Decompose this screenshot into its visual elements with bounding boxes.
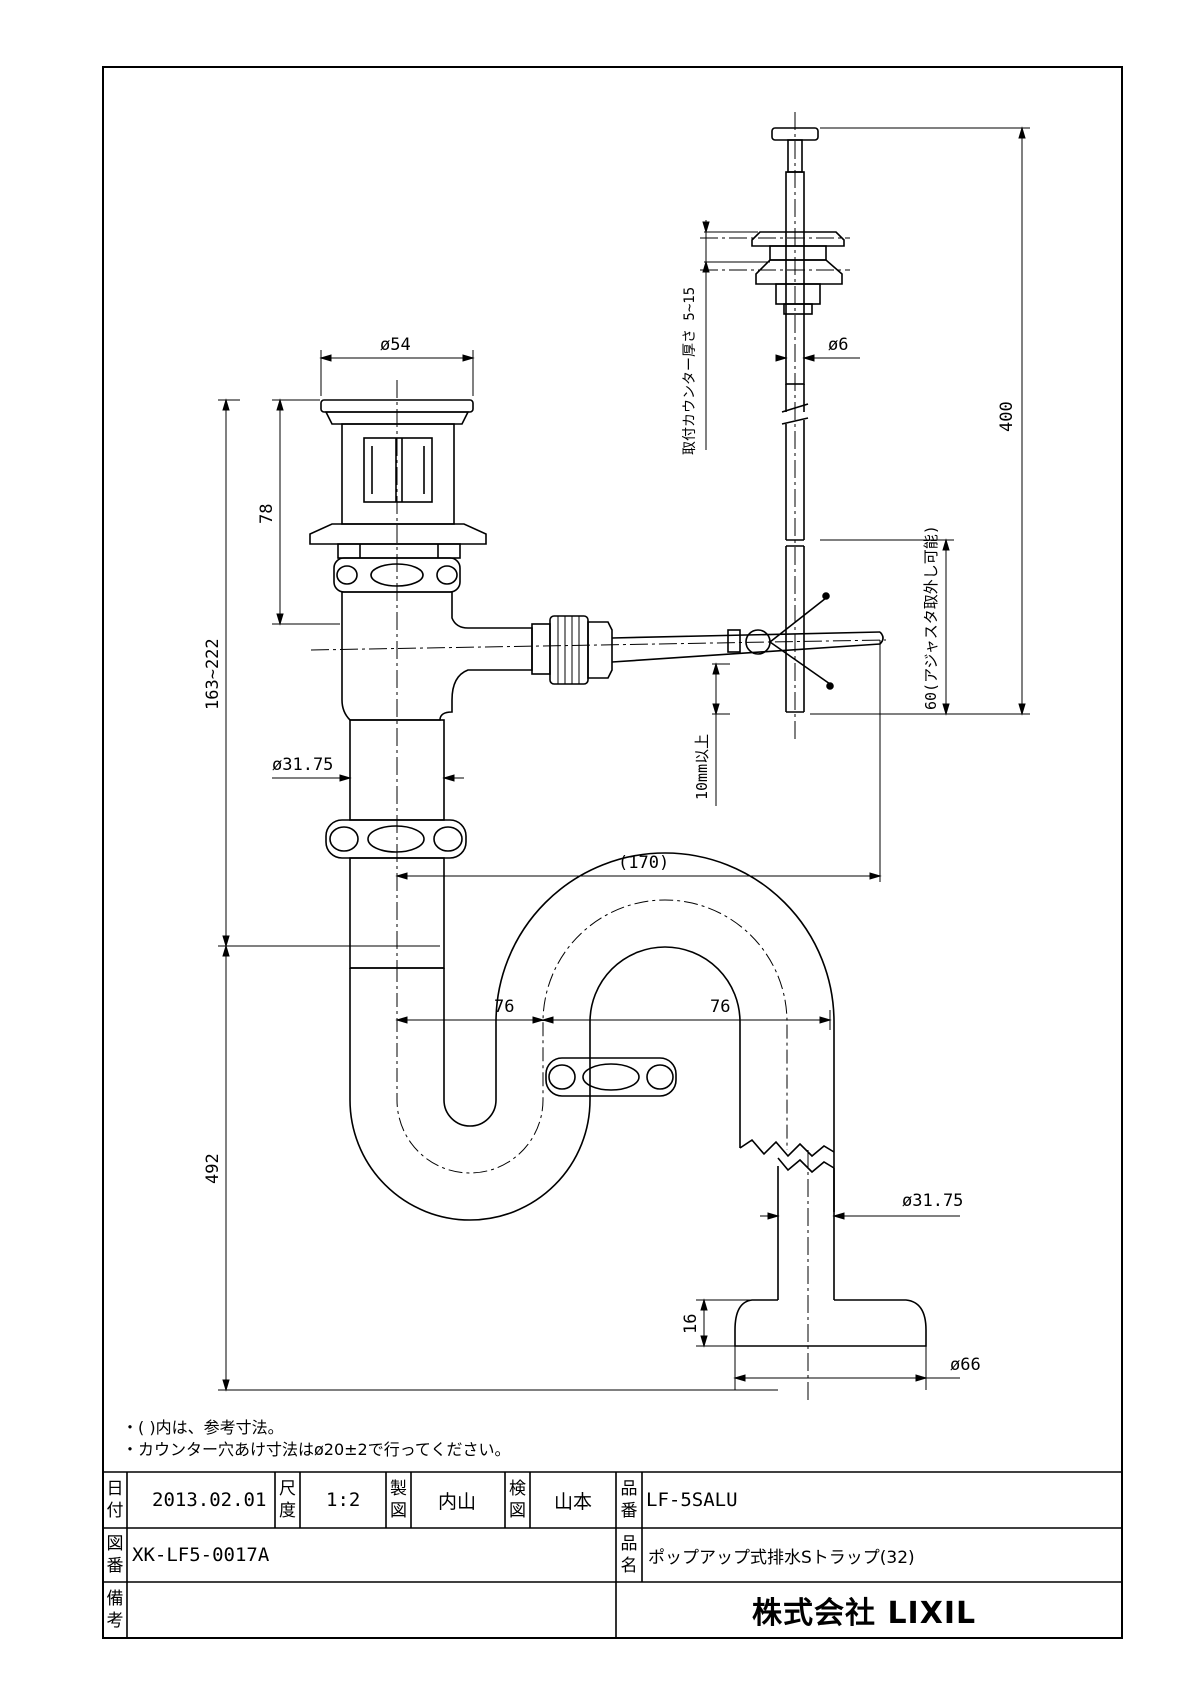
sink-flange	[309, 523, 487, 545]
center-lines	[310, 112, 887, 1400]
part-number: LF-5SALU	[646, 1489, 738, 1511]
dim-trap-492: 492	[203, 1153, 223, 1184]
dim-height-400: 400	[997, 401, 1017, 432]
dim-min-clearance: 10mm以上	[693, 734, 711, 800]
dim-ref-170: (170)	[618, 853, 669, 873]
trap-nut	[545, 1057, 677, 1097]
scale-value: 1:2	[326, 1489, 361, 1511]
label-drawn: 製図	[390, 1479, 407, 1521]
outlet-pipe	[777, 1166, 835, 1300]
dim-dia-6: ø6	[828, 335, 848, 355]
label-scale: 尺度	[279, 1479, 296, 1521]
lever-rod	[611, 631, 881, 639]
label-drawing-no: 図番	[106, 1534, 124, 1576]
dim-flange-78: 78	[257, 504, 277, 524]
counter-flange	[751, 231, 845, 247]
dim-trap-76-left: 76	[494, 997, 514, 1017]
date-value: 2013.02.01	[152, 1489, 267, 1511]
dim-flange-16: 16	[681, 1314, 701, 1334]
dimension-lines	[218, 126, 1030, 1392]
product-name: ポップアップ式排水Sトラップ(32)	[648, 1547, 915, 1568]
floor-flange	[734, 1299, 927, 1347]
dim-dia-31-upper: ø31.75	[272, 755, 333, 775]
dim-range-163-222: 163~222	[203, 638, 223, 710]
adjuster-knurl	[549, 615, 589, 685]
dim-dia-66: ø66	[950, 1355, 981, 1375]
label-remarks: 備考	[106, 1589, 124, 1631]
popup-body	[341, 423, 455, 525]
label-part-no: 品番	[620, 1479, 638, 1521]
dim-dia-31-lower: ø31.75	[902, 1191, 963, 1211]
company-logo: 株式会社 LIXIL	[752, 1596, 977, 1631]
label-product-name: 品名	[620, 1534, 638, 1576]
dimension-labels: ø54 ø6 取付カウンター厚さ 5~15 400 78 163~222 ø31…	[203, 287, 1017, 1375]
dim-trap-76-right: 76	[710, 997, 730, 1017]
drawn-by: 内山	[438, 1490, 477, 1513]
label-checked: 検図	[509, 1479, 526, 1521]
dim-dia-54: ø54	[380, 335, 411, 355]
checked-by: 山本	[554, 1490, 593, 1513]
drain-trap-drawing	[309, 127, 927, 1347]
s-trap-inner	[443, 852, 835, 1212]
drawing-border	[102, 66, 1123, 1639]
valve-body	[341, 591, 533, 721]
s-trap-outer	[349, 946, 741, 1221]
note-reference-dims: ・( )内は、参考寸法。	[122, 1418, 284, 1437]
dim-counter-thickness: 取付カウンター厚さ 5~15	[682, 287, 698, 455]
dim-adjust-60: 60(アジャスタ取外し可能)	[922, 525, 940, 710]
label-date: 日付	[106, 1479, 124, 1521]
note-counter-hole: ・カウンター穴あけ寸法はø20±2で行ってください。	[122, 1440, 511, 1459]
title-block-grid	[103, 1471, 1122, 1638]
drawing-number: XK-LF5-0017A	[132, 1544, 270, 1566]
